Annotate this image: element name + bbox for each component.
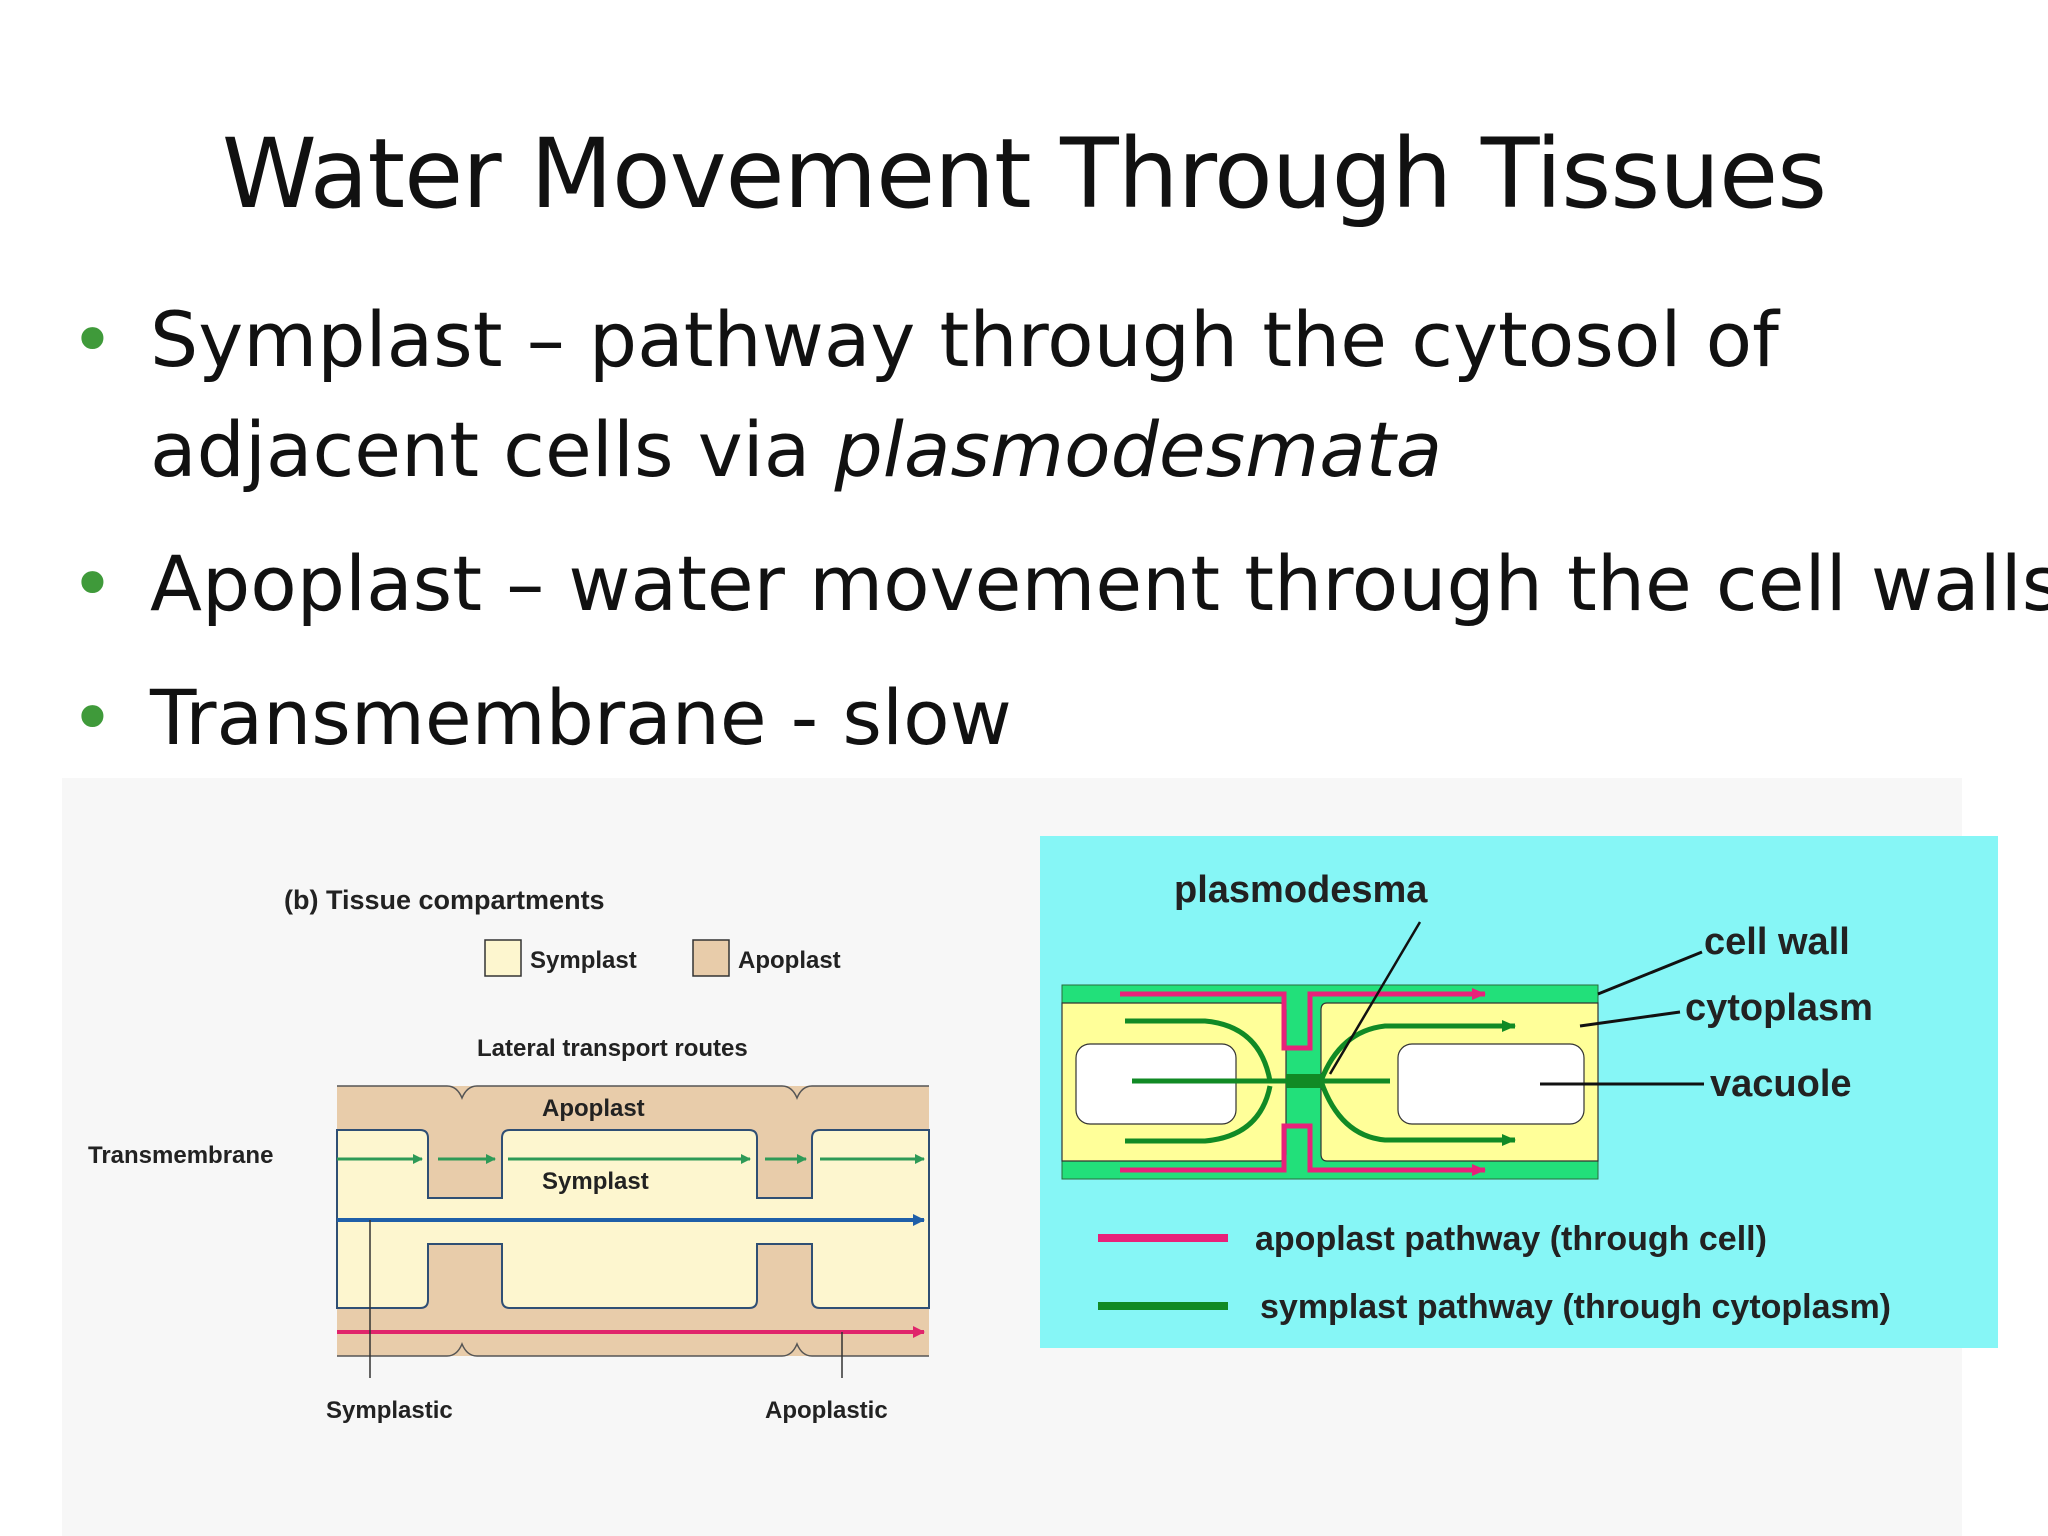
apoplast-pathway <box>1120 988 1486 1176</box>
legend-apoplast-swatch <box>692 939 730 977</box>
cell-wall-label: cell wall <box>1704 921 1850 963</box>
cell-pathway-figure: plasmodesma cell wall cytoplasm vacuole … <box>1040 836 1998 1348</box>
vacuole-left <box>1075 1043 1237 1125</box>
band-apoplast-label: Apoplast <box>542 1095 645 1122</box>
apoplastic-label: Apoplastic <box>765 1397 888 1424</box>
cell-wall-outlines <box>337 1085 929 1357</box>
bullet-transmembrane: • Transmembrane - slow <box>70 663 2030 773</box>
bullet-dot-icon: • <box>70 295 115 384</box>
cytoplasm-pointer <box>1579 1010 1681 1028</box>
bullet-dot-icon: • <box>70 673 115 762</box>
cell-wall-pointer <box>1597 950 1703 996</box>
tissue-diagram-svg: (b) Tissue compartments Symplast Apoplas… <box>88 885 930 1424</box>
bullet-transmembrane-text: Transmembrane - slow <box>150 673 1012 762</box>
plasmodesma-pointer <box>1328 921 1422 1075</box>
transmembrane-label: Transmembrane <box>88 1142 273 1169</box>
cell-diagram-svg: plasmodesma cell wall cytoplasm vacuole … <box>1061 869 1891 1326</box>
legend-symplast-text: symplast pathway (through cytoplasm) <box>1260 1288 1891 1326</box>
legend-apoplast-label: Apoplast <box>738 947 841 974</box>
tissue-heading: (b) Tissue compartments <box>284 885 605 915</box>
plasmodesma-label: plasmodesma <box>1174 869 1428 911</box>
slide-title: Water Movement Through Tissues <box>221 118 1827 230</box>
legend-symplast-swatch <box>484 939 522 977</box>
bullet-dot-icon: • <box>70 539 115 628</box>
vacuole-label: vacuole <box>1710 1063 1852 1105</box>
symplastic-label: Symplastic <box>326 1397 453 1424</box>
legend-symplast-label: Symplast <box>530 947 637 974</box>
routes-title: Lateral transport routes <box>477 1035 748 1062</box>
bullet-symplast-line2-text: adjacent cells via <box>150 405 835 494</box>
plasmodesma-channel <box>1286 1074 1321 1088</box>
bullet-symplast-line1: Symplast – pathway through the cytosol o… <box>150 295 1779 384</box>
bullet-symplast-line2: adjacent cells via plasmodesmata <box>150 395 2030 505</box>
cytoplasm-label: cytoplasm <box>1685 987 1873 1029</box>
bullet-symplast-term: plasmodesmata <box>834 405 1443 494</box>
bullet-apoplast-text: Apoplast – water movement through the ce… <box>150 539 2048 628</box>
bullet-apoplast: • Apoplast – water movement through the … <box>70 529 2048 639</box>
bullet-list: • Symplast – pathway through the cytosol… <box>70 285 2048 797</box>
legend-apoplast-text: apoplast pathway (through cell) <box>1255 1220 1767 1258</box>
band-symplast-label: Symplast <box>542 1168 649 1195</box>
bullet-symplast: • Symplast – pathway through the cytosol… <box>70 285 2030 505</box>
